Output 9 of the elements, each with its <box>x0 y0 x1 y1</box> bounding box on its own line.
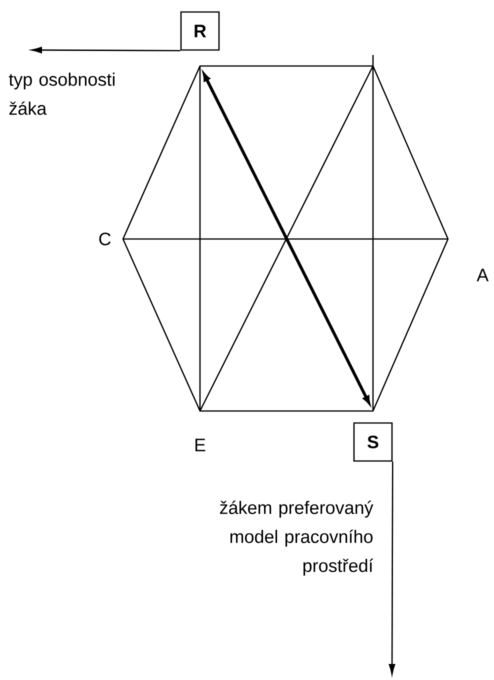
text-label: typ osobnosti žáka <box>8 72 114 115</box>
letter-box: R <box>180 11 220 51</box>
text-label: E <box>195 438 206 452</box>
text-label: A <box>476 268 489 282</box>
arrow <box>31 46 180 54</box>
letter-box: S <box>353 422 393 462</box>
text-label: žákem preferovaný model pracovního prostředí <box>220 500 374 576</box>
text-label: C <box>99 232 111 246</box>
arrow <box>388 462 396 675</box>
